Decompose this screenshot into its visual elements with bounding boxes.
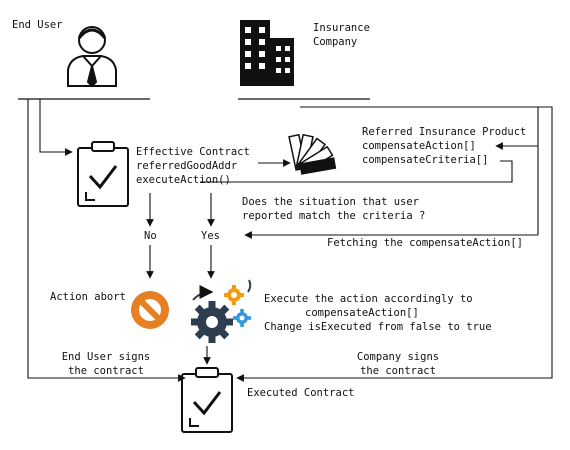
execute-gears-icon <box>191 279 252 343</box>
execute-label-line2: compensateAction[] <box>305 307 419 319</box>
company-signs-label-line2: the contract <box>360 365 436 377</box>
effective-contract-field-referred-good: referredGoodAddr <box>136 160 238 172</box>
insurance-product-swatch-icon <box>288 133 337 175</box>
user-to-contract-arrow <box>39 99 73 156</box>
criteria-question-line1: Does the situation that user <box>242 196 420 208</box>
effective-contract-title: Effective Contract <box>136 146 250 158</box>
executed-contract-label: Executed Contract <box>247 387 355 399</box>
insurance-company-building-icon <box>240 20 294 86</box>
fetching-label: Fetching the compensateAction[] <box>327 237 523 249</box>
branch-no-label: No <box>144 230 157 242</box>
user-signs-label-line1: End User signs <box>61 351 151 363</box>
user-signs-label-line2: the contract <box>68 365 144 377</box>
insurance-company-label-line1: Insurance <box>313 22 370 34</box>
company-signs-arrow <box>236 106 553 382</box>
execute-label-line3: Change isExecuted from false to true <box>264 321 492 333</box>
abort-stop-icon <box>131 291 169 329</box>
product-criteria-line <box>200 160 513 183</box>
effective-contract-clipboard-icon <box>77 141 129 207</box>
product-field-compensate-action: compensateAction[] <box>362 140 476 152</box>
product-title: Referred Insurance Product <box>362 126 527 138</box>
action-abort-label: Action abort <box>50 291 126 303</box>
branch-yes-label: Yes <box>201 230 220 242</box>
executed-contract-clipboard-icon <box>181 367 233 433</box>
company-signs-label-line1: Company signs <box>356 351 440 363</box>
user-signs-arrow <box>27 99 186 382</box>
effective-contract-field-execute-action: executeAction() <box>136 174 231 186</box>
product-field-compensate-criteria: compensateCriteria[] <box>362 154 489 166</box>
end-user-icon <box>67 26 117 88</box>
criteria-question-line2: reported match the criteria ? <box>242 210 426 222</box>
end-user-label: End User <box>12 19 63 31</box>
execute-label-line1: Execute the action accordingly to <box>264 293 473 305</box>
insurance-company-label-line2: Company <box>313 36 358 48</box>
